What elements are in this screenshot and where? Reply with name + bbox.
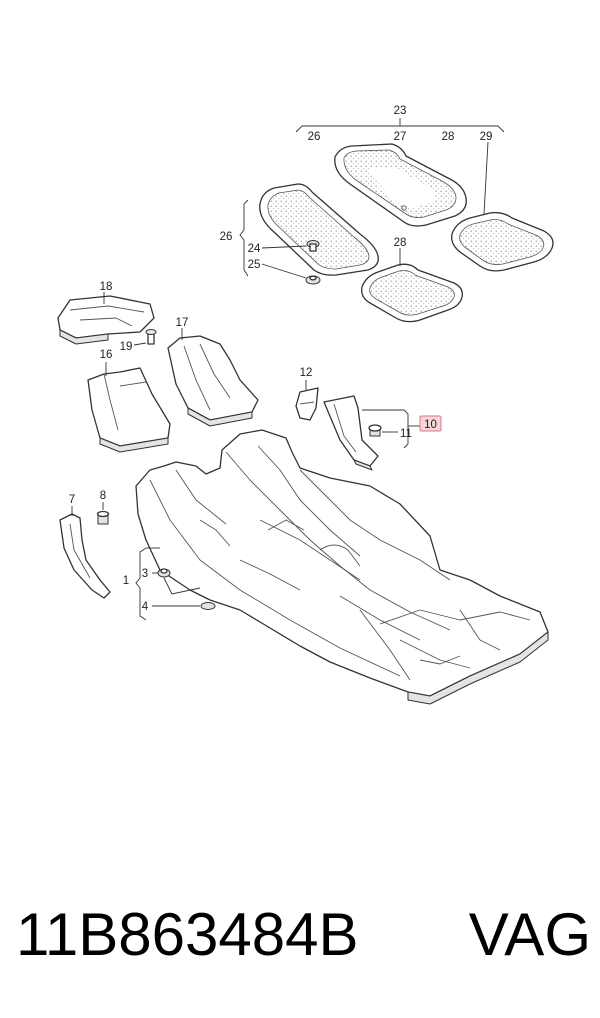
floor-mat-29 <box>451 211 554 272</box>
callout-12: 12 <box>300 367 313 379</box>
pillar-trim-10 <box>323 395 379 471</box>
floor-mat-set <box>239 118 554 323</box>
callout-16: 16 <box>100 349 113 361</box>
brand-name: VAG <box>468 901 591 968</box>
parts-diagram: 23 26 27 28 29 26 24 25 28 18 19 17 16 1… <box>57 105 554 705</box>
floor-carpet-1 <box>135 429 549 705</box>
callout-7: 7 <box>69 494 75 506</box>
part-number: 11B863484B <box>16 901 359 968</box>
pillar-trim-7 <box>59 506 111 599</box>
callout-4: 4 <box>142 601 149 613</box>
clip-8 <box>96 502 110 525</box>
footer-caption: 11B863484B VAG <box>16 895 591 975</box>
callout-28-mid: 28 <box>394 237 407 249</box>
callout-labels: 23 26 27 28 29 26 24 25 28 18 19 17 16 1… <box>69 105 493 613</box>
callout-25: 25 <box>248 259 261 271</box>
bracket-12 <box>295 380 319 421</box>
callout-26-top: 26 <box>308 131 321 143</box>
callout-18: 18 <box>100 281 113 293</box>
pad-4 <box>200 602 216 610</box>
callout-10: 10 <box>424 419 437 431</box>
callout-29: 29 <box>480 131 493 143</box>
callout-24: 24 <box>248 243 261 255</box>
callout-26-side: 26 <box>220 231 233 243</box>
floor-mat-27 <box>334 143 467 227</box>
floor-mat-26 <box>259 183 379 276</box>
clip-11 <box>368 424 398 437</box>
callout-11: 11 <box>400 428 412 440</box>
callout-8: 8 <box>100 490 106 502</box>
trim-panel-16 <box>87 362 171 453</box>
trim-panel-17 <box>167 328 259 427</box>
clip-25 <box>305 275 321 285</box>
callout-10-highlight <box>419 415 442 432</box>
trim-panel-18 <box>57 292 155 345</box>
clip-24 <box>306 240 320 252</box>
grommet-3 <box>157 568 171 578</box>
floor-mat-28 <box>361 263 463 323</box>
callout-19: 19 <box>120 341 133 353</box>
callout-23: 23 <box>394 105 407 117</box>
screw-19 <box>133 329 157 346</box>
callout-27: 27 <box>394 131 407 143</box>
callout-1: 1 <box>123 575 129 587</box>
callout-28-top: 28 <box>442 131 455 143</box>
callout-17: 17 <box>176 317 189 329</box>
callout-3: 3 <box>142 568 148 580</box>
